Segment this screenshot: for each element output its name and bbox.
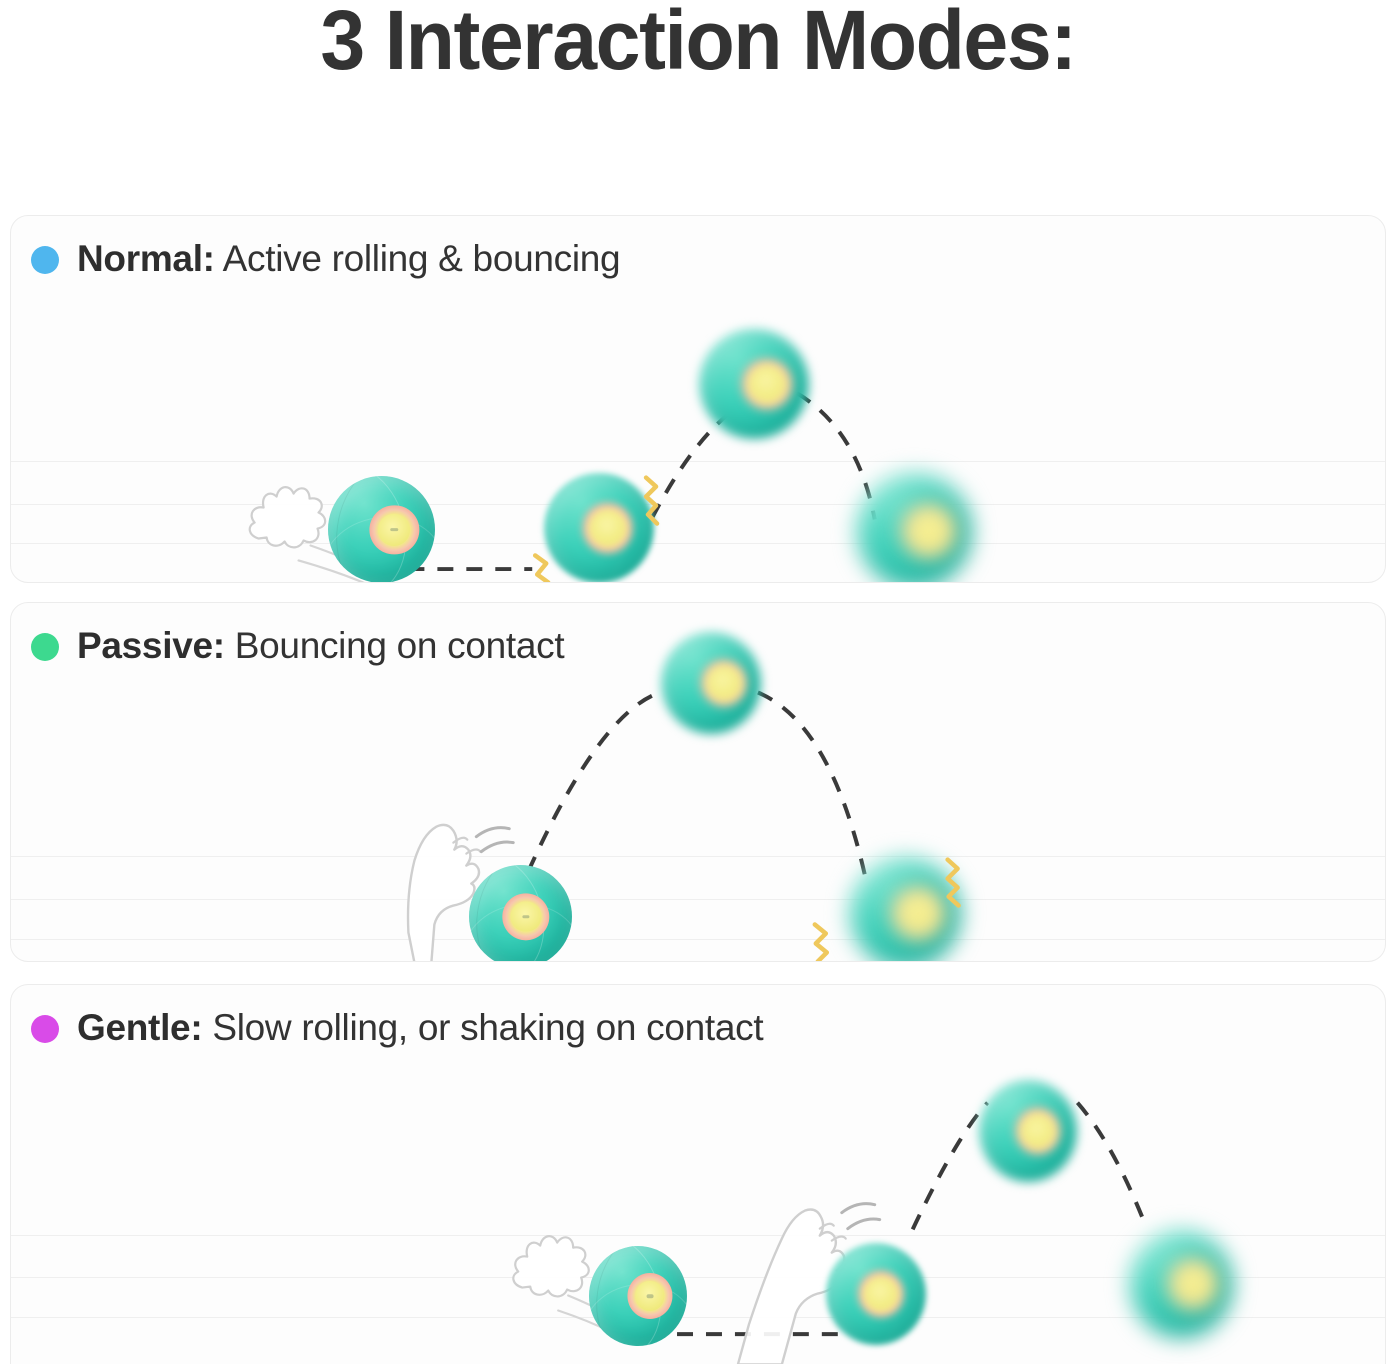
- dashed-trajectory-icon: [526, 690, 661, 873]
- mode-dot-normal-icon: [31, 246, 59, 274]
- dashed-trajectory-icon: [795, 391, 877, 520]
- ball-rolling: [589, 1246, 687, 1346]
- ball-apex-blurred: [661, 632, 761, 734]
- ball-apex-blurred: [979, 1080, 1077, 1182]
- ball-led-core: [1023, 1115, 1053, 1147]
- mode-panel-normal: Normal: Active rolling & bouncing: [10, 215, 1386, 583]
- mode-panel-gentle: Gentle: Slow rolling, or shaking on cont…: [10, 984, 1386, 1364]
- mode-description: Bouncing on contact: [234, 625, 565, 666]
- mode-dot-gentle-icon: [31, 1015, 59, 1043]
- ball-apex: [699, 329, 809, 439]
- mode-dot-passive-icon: [31, 633, 59, 661]
- mode-description: Slow rolling, or shaking on contact: [212, 1007, 764, 1048]
- mode-label-normal: Normal: Active rolling & bouncing: [31, 238, 621, 280]
- ball-led-core: [911, 513, 947, 549]
- gridline: [11, 1277, 1385, 1278]
- dashed-trajectory-icon: [1075, 1101, 1147, 1224]
- ball-led-core: [709, 667, 739, 699]
- ball-led-core: [901, 896, 936, 930]
- ball-landing-blurred: [1129, 1230, 1233, 1338]
- mode-label-gentle: Gentle: Slow rolling, or shaking on cont…: [31, 1007, 764, 1049]
- ball-led-core: [866, 1278, 896, 1310]
- dashed-trajectory-icon: [910, 1101, 990, 1231]
- mode-description: Active rolling & bouncing: [222, 238, 621, 279]
- ball-led-core: [635, 1281, 665, 1311]
- ball-led-core: [750, 367, 784, 401]
- mode-panel-passive: Passive: Bouncing on contact: [10, 602, 1386, 962]
- ball-led-mark: [390, 527, 399, 532]
- ball-led-mark: [522, 914, 530, 919]
- gridline: [11, 856, 1385, 857]
- gridline: [11, 1235, 1385, 1236]
- mode-name: Passive:: [77, 625, 225, 666]
- mode-label-passive: Passive: Bouncing on contact: [31, 625, 565, 667]
- ball-landing-blurred: [849, 857, 961, 961]
- dashed-trajectory-icon: [757, 690, 867, 875]
- ball-impact: [544, 473, 654, 582]
- gridline: [11, 939, 1385, 940]
- ball-led-core: [378, 513, 411, 546]
- ball-at-paw: [826, 1243, 926, 1345]
- ball-led-core: [1177, 1267, 1210, 1301]
- mode-name: Normal:: [77, 238, 215, 279]
- ball-led-mark: [646, 1294, 654, 1298]
- gridline: [11, 504, 1385, 505]
- ball-led-core: [510, 901, 542, 932]
- mode-name: Gentle:: [77, 1007, 203, 1048]
- page-title: 3 Interaction Modes:: [320, 0, 1077, 87]
- ball-rolling: [328, 476, 435, 582]
- ball-landing-blurred: [856, 473, 972, 582]
- gridline: [11, 461, 1385, 462]
- gridline: [11, 543, 1385, 544]
- ball-at-paw: [469, 865, 572, 961]
- gridline: [11, 1317, 1385, 1318]
- ball-led-core: [591, 511, 625, 545]
- gridline: [11, 899, 1385, 900]
